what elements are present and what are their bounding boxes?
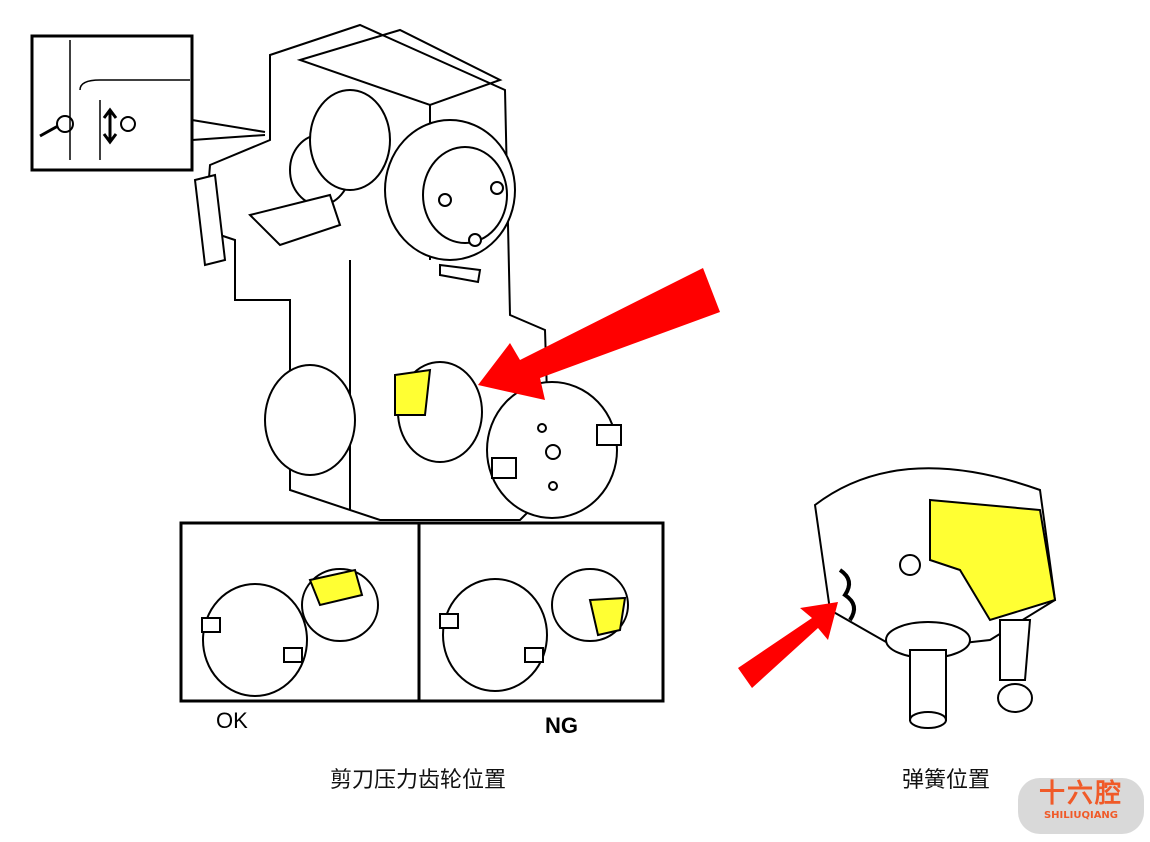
ok-label: OK: [216, 708, 248, 733]
red-arrow-main: [478, 268, 720, 400]
logo-text-en: SHILIUQIANG: [1043, 810, 1119, 821]
comparison-panels: [179, 521, 665, 703]
cutter-assembly: [193, 23, 622, 521]
spring-detail: [813, 467, 1057, 729]
logo-text-cn: 十六腔: [1038, 779, 1123, 809]
caption-spring-position: 弹簧位置: [902, 768, 991, 793]
ng-label: NG: [545, 713, 578, 738]
red-arrow-spring: [738, 602, 838, 688]
inset-detail: [30, 34, 266, 172]
caption-gear-position: 剪刀压力齿轮位置: [330, 768, 507, 793]
watermark-logo: 十六腔 SHILIUQIANG: [1018, 778, 1144, 834]
